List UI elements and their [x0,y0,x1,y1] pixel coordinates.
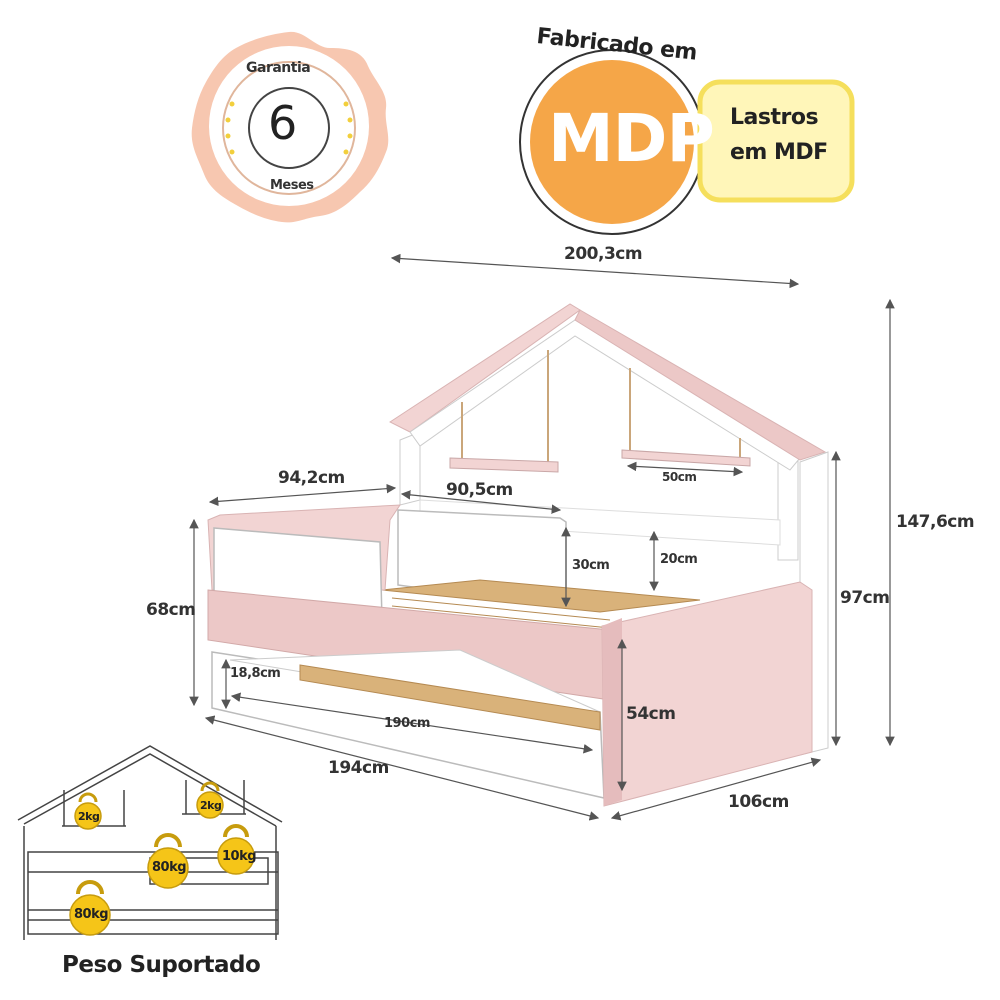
star-icons [225,101,353,155]
kettlebell-icons [69,781,255,936]
material-text: MDP [548,100,715,177]
weight-headboard: 10kg [222,849,257,864]
guarantee-number: 6 [268,96,297,150]
kettlebell-icon [147,833,189,889]
weight-shelf-left: 2kg [78,810,100,823]
dim-back-guard-length: 90,5cm [446,480,513,500]
dim-side-height: 68cm [146,600,196,620]
dim-guard-height: 30cm [572,558,610,573]
dim-left-guard-length: 94,2cm [278,468,345,488]
mdp-badge [519,49,705,235]
dim-bed-length: 194cm [328,758,389,778]
weight-trundle: 80kg [74,907,109,922]
guarantee-badge [191,31,389,223]
guarantee-unit: Meses [270,178,314,193]
dim-front-panel-height: 54cm [626,704,676,724]
kettlebell-icon [217,824,255,875]
roof [388,303,581,433]
weight-shelf-right: 2kg [200,799,222,812]
slats-line1: Lastros [730,105,819,130]
dim-bed-depth: 106cm [728,792,789,812]
dim-swing-width: 50cm [662,470,697,484]
dim-trundle-height: 18,8cm [230,666,281,681]
slats [381,579,701,613]
kettlebell-icon [74,792,102,830]
bed-drawing [207,303,829,807]
weight-bed: 80kg [152,860,187,875]
dim-trundle-length: 190cm [384,716,430,731]
kettlebell-icon [196,781,224,819]
kettlebell-icon [69,880,111,936]
right-end-panel [601,581,813,807]
slats-line2: em MDF [730,140,828,165]
dimension-lines [189,253,895,821]
mdf-badge [697,79,855,203]
guarantee-label: Garantia [246,60,311,76]
swing-left [449,350,559,473]
dim-back-gap-height: 20cm [660,552,698,567]
dim-total-length: 200,3cm [564,244,643,264]
weight-diagram-title: Peso Suportado [62,952,261,978]
dim-headboard-height: 97cm [840,588,890,608]
dim-total-height: 147,6cm [896,512,975,532]
